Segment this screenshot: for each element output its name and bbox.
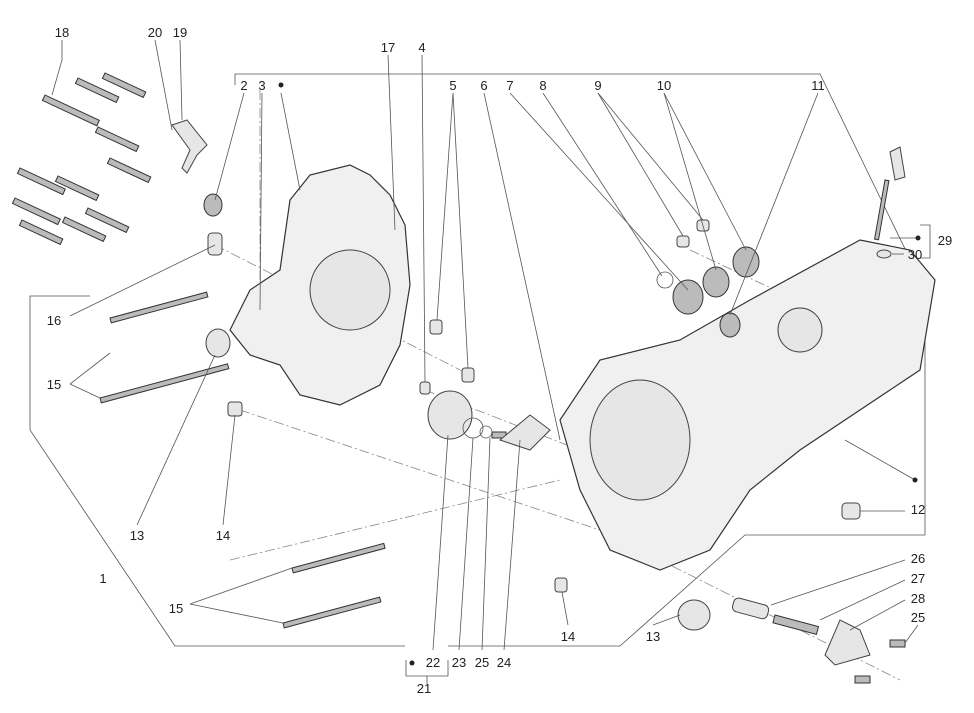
bushing-13-right [677,599,711,631]
callout-13-b: 13 [646,629,660,644]
oil-seal-2 [203,193,223,217]
callout-16: 16 [47,313,61,328]
crankcase-left-bearing-seat [309,249,391,331]
callout-12: 12 [911,502,925,517]
oring-30 [876,249,892,259]
callout-17: 17 [381,40,395,55]
callout-9: 9 [594,78,601,93]
bullet-marker [912,477,918,483]
stud-15-c [291,542,386,574]
bullet-marker [409,660,415,666]
callout-20: 20 [148,25,162,40]
stud-15-a [109,291,209,324]
callout-25-a: 25 [475,655,489,670]
callout-22: 22 [426,655,440,670]
callout-15-a: 15 [47,377,61,392]
filter-22 [427,390,473,440]
cap-12 [841,502,861,520]
callout-14-a: 14 [216,528,230,543]
piston-26 [732,597,770,620]
cover-24 [498,414,551,451]
callout-11: 11 [811,78,825,93]
callout-5: 5 [449,78,456,93]
callout-10: 10 [657,78,671,93]
circlip-8 [656,271,674,289]
dowel-9-a [676,235,690,248]
dipstick-handle [889,146,906,181]
callout-27: 27 [911,571,925,586]
callout-30: 30 [908,247,922,262]
bolts-18 [11,72,152,246]
bearing-10-b [732,246,760,278]
bullet-marker [278,82,284,88]
callout-23: 23 [452,655,466,670]
callout-14-b: 14 [561,629,575,644]
bearing-10-a [702,266,730,298]
callout-3: 3 [258,78,265,93]
callout-21: 21 [417,681,431,696]
screw-25-right [889,639,906,648]
plate-28 [824,619,871,666]
screw-28 [854,675,871,684]
callout-28: 28 [911,591,925,606]
bushing-13-left [205,328,231,358]
callout-13-a: 13 [130,528,144,543]
callout-6: 6 [480,78,487,93]
leader-lines [51,39,919,651]
callout-24: 24 [497,655,511,670]
spring-27 [772,614,820,635]
dowel-4 [419,381,431,395]
callout-25-b: 25 [911,610,925,625]
crankcase-right-opening [589,379,691,501]
bullet-marker [915,235,921,241]
oil-seal-11 [719,312,741,338]
dowel-5-b [461,367,475,383]
bearing-7 [672,279,704,315]
dowel-14-right [554,577,568,593]
dowel-5-a [429,319,443,335]
callout-7: 7 [506,78,513,93]
dipstick-29 [874,179,890,241]
callout-1: 1 [99,571,106,586]
callout-29: 29 [938,233,952,248]
group-bracket-lines [29,73,931,684]
callout-19: 19 [173,25,187,40]
crankcase-right-bearing-seat [777,307,823,353]
dowel-14-left [227,401,243,417]
callout-8: 8 [539,78,546,93]
stud-15-b [99,363,230,404]
callout-26: 26 [911,551,925,566]
dowel-16 [207,232,223,256]
stud-15-d [282,596,382,629]
callout-18: 18 [55,25,69,40]
callout-4: 4 [418,40,425,55]
callout-labels: 18 20 19 17 4 2 3 5 6 7 8 9 10 11 29 30 … [47,25,952,696]
callout-2: 2 [240,78,247,93]
lever-20 [171,119,208,174]
callout-15-b: 15 [169,601,183,616]
